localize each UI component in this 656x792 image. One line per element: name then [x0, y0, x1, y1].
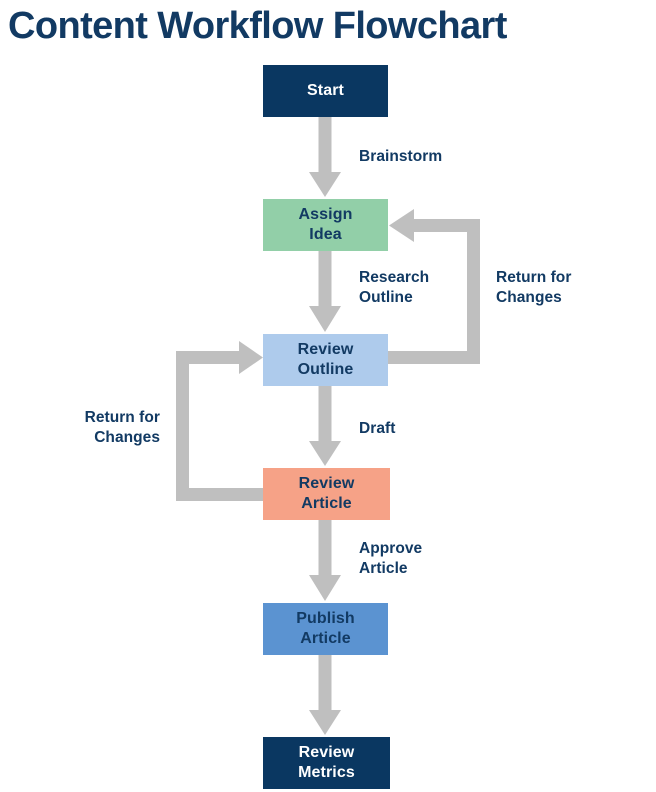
page-title: Content Workflow Flowchart	[8, 5, 507, 47]
arrow-review-outline-to-assign-idea-return	[388, 209, 480, 364]
arrow-review-article-to-publish-article	[309, 520, 341, 601]
arrow-review-outline-to-review-article	[309, 386, 341, 466]
edge-label-research-outline: Research Outline	[359, 269, 430, 306]
edge-label-return-for-changes-right: Return for Changes	[496, 269, 572, 306]
edge-label-draft: Draft	[359, 420, 396, 437]
node-review-article[interactable]: Review Article	[263, 468, 390, 520]
node-start-label: Start	[307, 82, 344, 99]
node-publish-article-label: Publish Article	[296, 610, 355, 647]
node-assign-idea[interactable]: Assign Idea	[263, 199, 388, 251]
node-review-metrics-label: Review Metrics	[298, 744, 355, 781]
node-review-metrics[interactable]: Review Metrics	[263, 737, 390, 789]
arrow-assign-idea-to-review-outline	[309, 251, 341, 332]
edge-label-brainstorm: Brainstorm	[359, 148, 443, 165]
edge-label-return-for-changes-left: Return for Changes	[84, 409, 160, 446]
edge-label-approve-article: Approve Article	[359, 540, 423, 577]
node-review-outline-label: Review Outline	[297, 341, 354, 378]
node-publish-article[interactable]: Publish Article	[263, 603, 388, 655]
arrow-start-to-assign-idea	[309, 117, 341, 197]
arrow-review-article-to-review-outline-return	[176, 341, 264, 501]
node-assign-idea-label: Assign Idea	[298, 206, 353, 243]
node-review-outline[interactable]: Review Outline	[263, 334, 388, 386]
arrow-publish-article-to-review-metrics	[309, 655, 341, 735]
node-start[interactable]: Start	[263, 65, 388, 117]
node-review-article-label: Review Article	[298, 475, 355, 512]
